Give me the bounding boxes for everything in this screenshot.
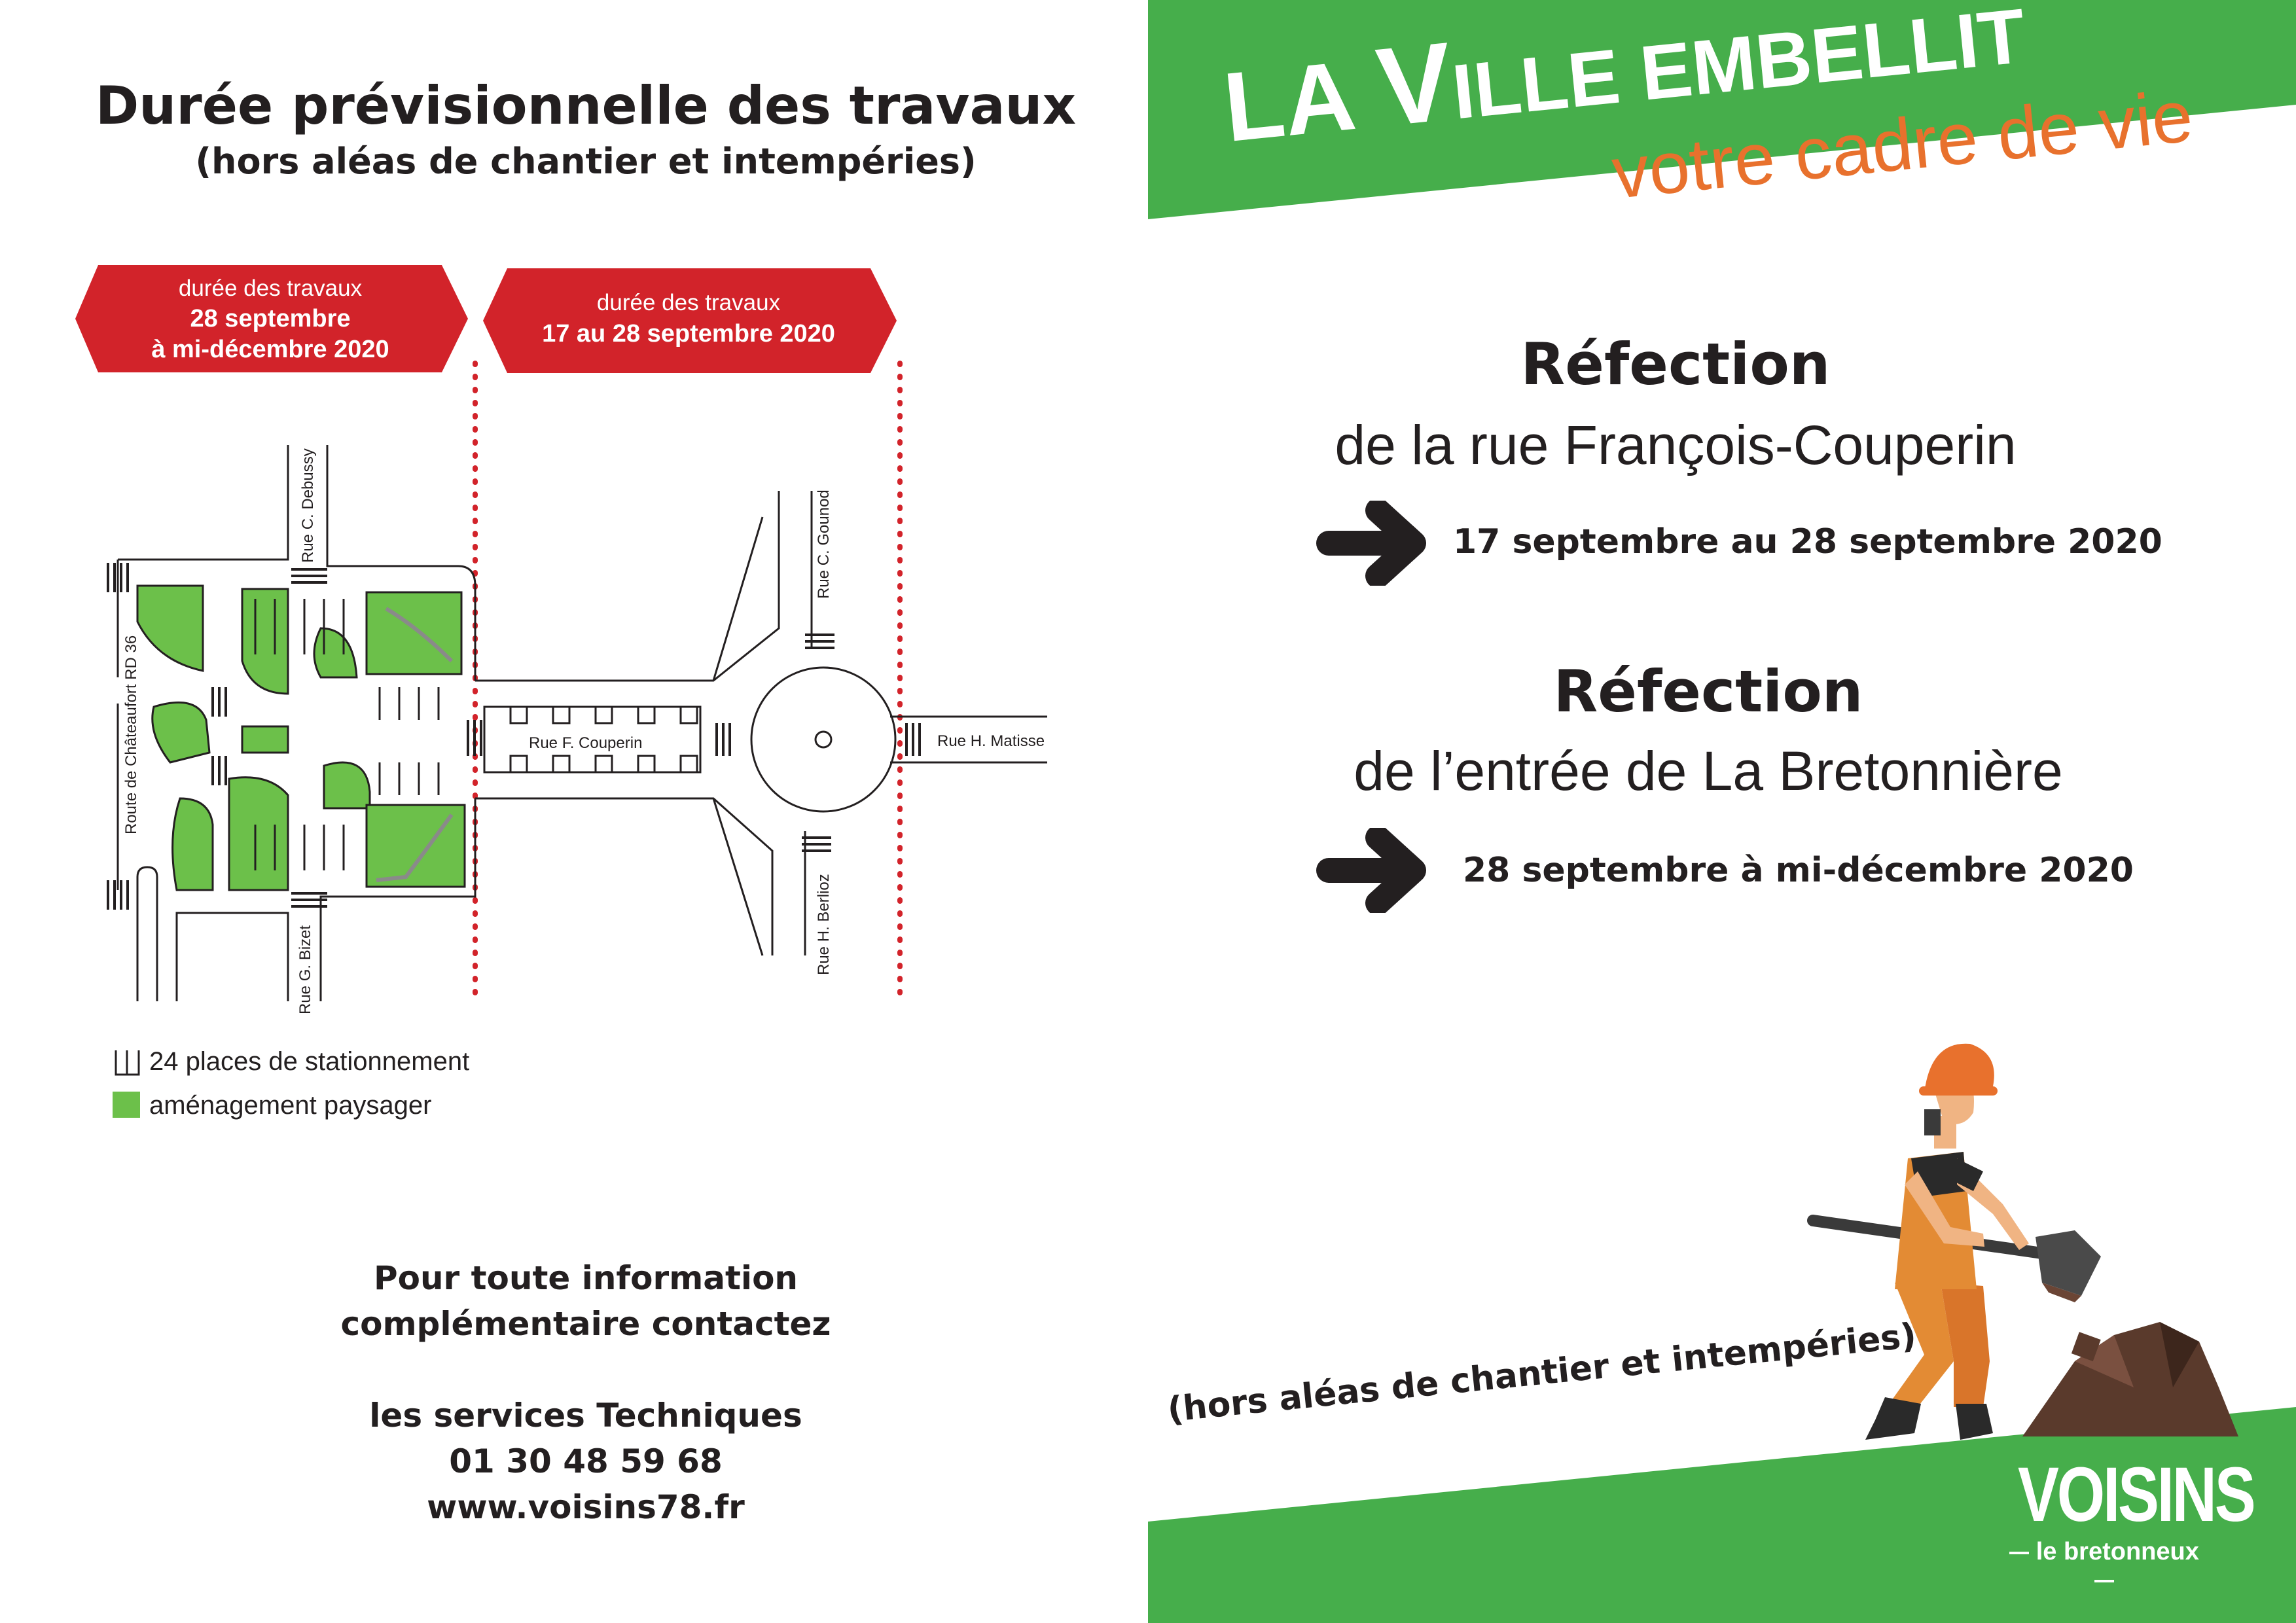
path-south [376,813,454,882]
parking-legend-icon [115,1050,140,1076]
item1-dates: 17 septembre au 28 septembre 2020 [1453,522,2162,562]
banner-phase1: durée des travaux 17 au 28 septembre 202… [483,268,897,373]
banner-phase2: durée des travaux 28 septembre à mi-déce… [75,265,468,372]
item2-subtitle: de l’entrée de La Bretonnière [1354,740,2063,802]
parking-couperin [483,705,702,774]
item2-title: Réfection [1553,658,1863,725]
header-band [1148,0,2296,219]
banner-phase1-line2: 17 au 28 septembre 2020 [542,320,835,348]
works-map: durée des travaux 28 septembre à mi-déce… [75,265,1047,1014]
crosswalks [107,563,921,910]
banner-phase2-line2: 28 septembre [190,305,350,332]
landscape-areas [136,584,466,891]
footer-band [1148,1407,2296,1623]
legend-landscape: aménagement paysager [149,1091,432,1120]
banner-phase2-line3: à mi-décembre 2020 [151,336,389,363]
logo-sub: le bretonneux [1996,1538,2212,1594]
contact-website[interactable]: www.voisins78.fr [427,1488,745,1526]
label-chateaufort: Route de Châteaufort RD 36 [122,635,140,834]
banner-phase1-line1: durée des travaux [597,290,781,315]
item1-subtitle: de la rue François-Couperin [1335,414,2017,476]
path-north [385,607,454,663]
logo-main: VOISINS [2018,1452,2256,1538]
arrow-right-icon [1316,828,1426,913]
left-subtitle: (hors aléas de chantier et intempéries) [195,141,977,182]
contact-line3: les services Techniques [369,1397,802,1435]
landscape-legend-icon [113,1092,140,1118]
road-network [117,445,1047,1001]
label-berlioz: Rue H. Berlioz [815,874,833,975]
left-title: Durée prévisionnelle des travaux [95,75,1077,136]
legend-parking: 24 places de stationnement [149,1047,470,1076]
label-matisse: Rue H. Matisse [937,732,1045,750]
label-couperin: Rue F. Couperin [529,734,642,752]
worker-illustration [1807,1043,2238,1440]
label-bizet: Rue G. Bizet [296,925,314,1014]
item1-title: Réfection [1520,330,1831,398]
label-debussy: Rue C. Debussy [299,448,317,563]
roundabout-center [814,730,833,749]
contact-phone: 01 30 48 59 68 [449,1442,723,1480]
arrow-right-icon [1316,501,1426,586]
contact-line2: complémentaire contactez [340,1305,831,1343]
right-panel-background [1148,0,2296,1623]
parking-stalls [254,599,440,870]
contact-line1: Pour toute information [373,1259,798,1297]
item2-dates: 28 septembre à mi-décembre 2020 [1463,851,2134,890]
label-gounod: Rue C. Gounod [815,490,833,599]
banner-phase2-line1: durée des travaux [179,276,363,301]
